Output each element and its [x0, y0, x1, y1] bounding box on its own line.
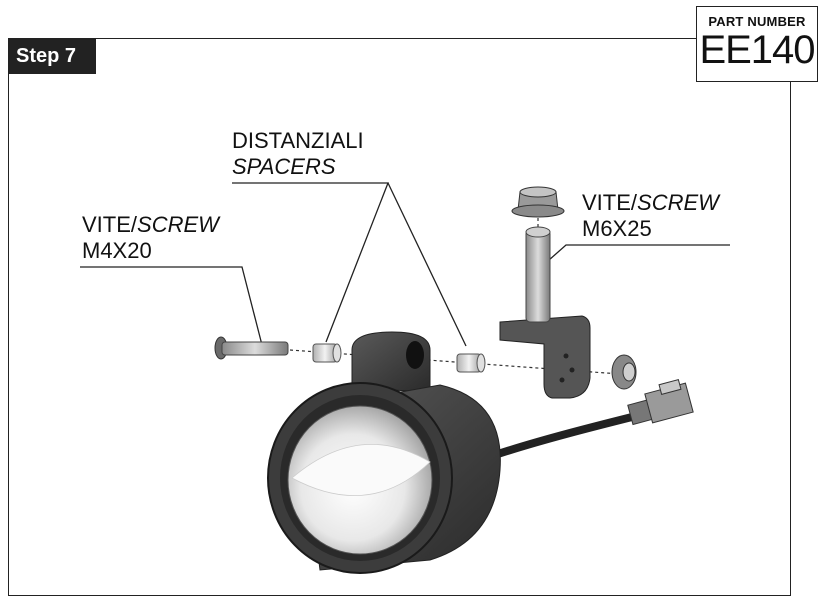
diagram-frame — [8, 38, 791, 596]
lamp-body — [267, 382, 501, 574]
lamp-cable — [491, 378, 694, 459]
screw-small-leader — [80, 266, 263, 346]
nut — [611, 354, 637, 390]
screw-m6x25 — [511, 186, 565, 323]
mounting-bracket — [499, 315, 591, 399]
step-label: Step 7 — [8, 38, 96, 74]
screw-small-italic: SCREW — [137, 212, 219, 237]
part-number-box: PART NUMBER EE140 — [696, 6, 818, 82]
screw-m4x20-callout: VITE/SCREW M4X20 — [82, 212, 219, 264]
screw-large-size: M6X25 — [582, 216, 652, 241]
spacers-callout: DISTANZIALI SPACERS — [232, 128, 364, 180]
screw-m4x20 — [214, 336, 289, 360]
spacer-right — [456, 353, 486, 373]
screw-large-prefix: VITE/ — [582, 190, 638, 215]
screw-large-leader — [539, 244, 730, 269]
lamp-mount-ear — [351, 331, 431, 393]
part-number-value: EE140 — [699, 28, 815, 72]
screw-small-prefix: VITE/ — [82, 212, 138, 237]
part-number-heading: PART NUMBER — [708, 14, 806, 29]
spacer-left — [312, 343, 342, 363]
screw-m6x25-callout: VITE/SCREW M6X25 — [582, 190, 719, 242]
spacers-english-label: SPACERS — [232, 154, 336, 179]
spacers-leader-2 — [387, 182, 467, 347]
spacers-italian-label: DISTANZIALI — [232, 128, 364, 153]
screw-large-italic: SCREW — [637, 190, 719, 215]
screw-small-size: M4X20 — [82, 238, 152, 263]
